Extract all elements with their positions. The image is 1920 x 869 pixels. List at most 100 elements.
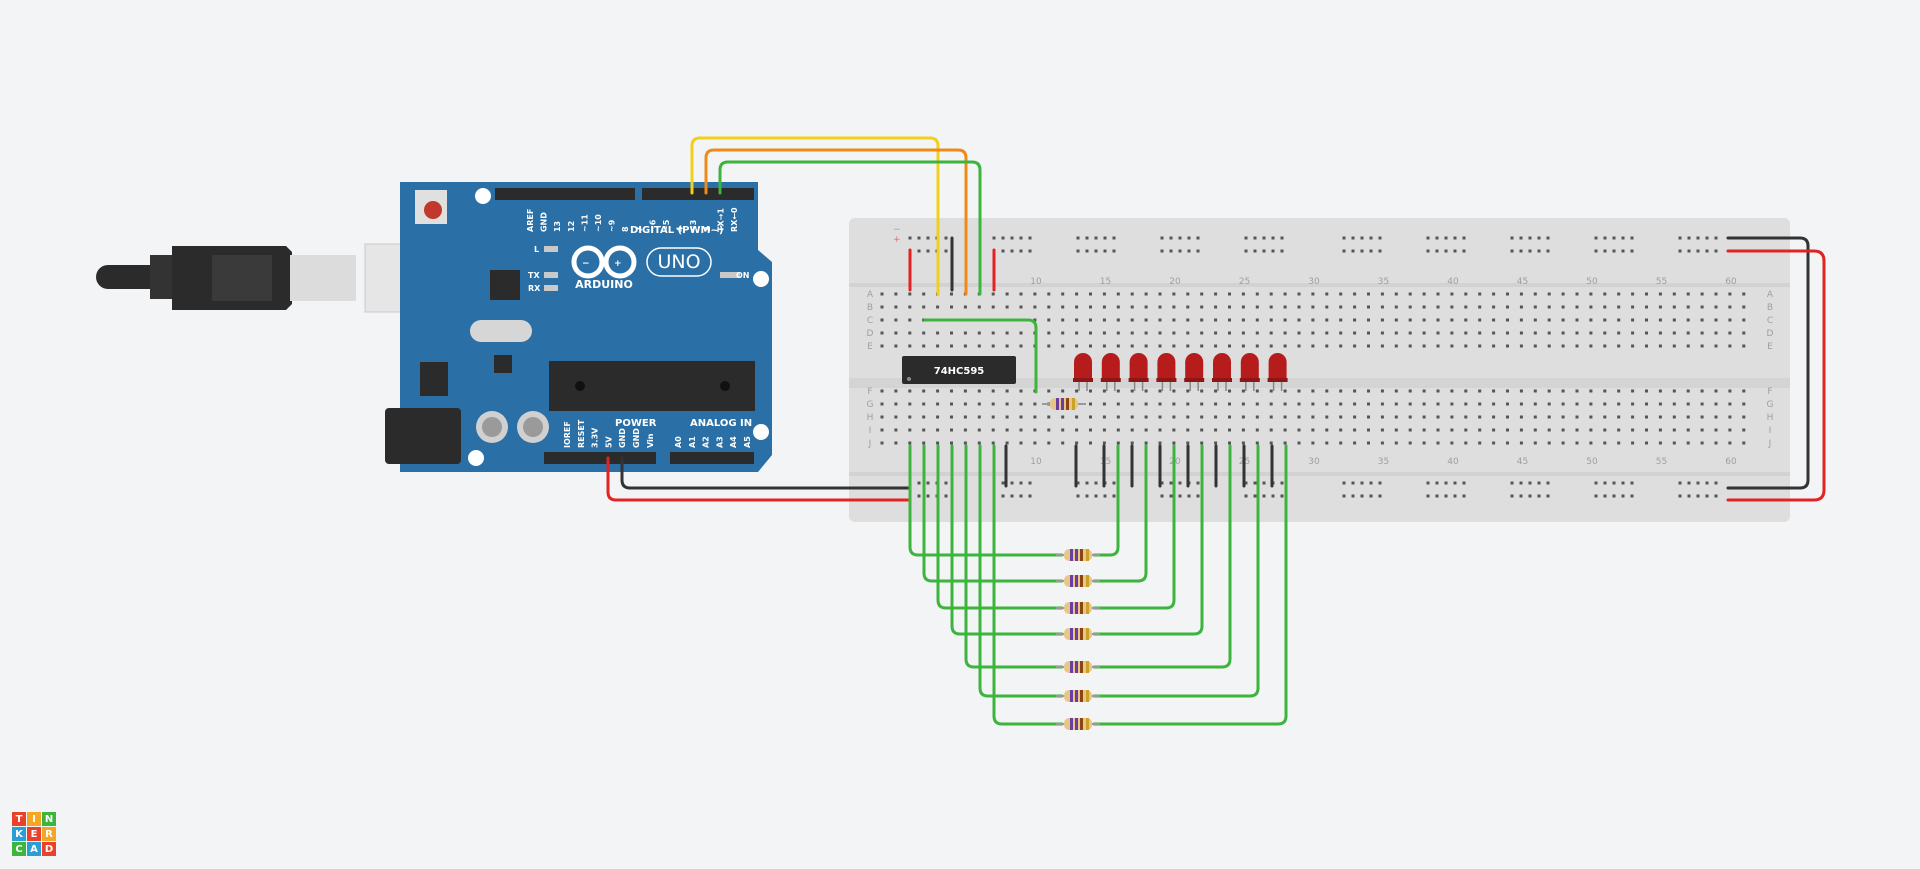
rail-hole[interactable]	[1160, 249, 1164, 253]
breadboard-hole[interactable]	[1492, 389, 1496, 393]
rail-hole[interactable]	[1351, 481, 1355, 485]
breadboard-hole[interactable]	[1394, 318, 1398, 322]
breadboard-hole[interactable]	[1214, 305, 1218, 309]
breadboard-hole[interactable]	[1645, 415, 1648, 419]
breadboard-hole[interactable]	[936, 305, 940, 309]
breadboard-hole[interactable]	[1144, 318, 1148, 322]
breadboard-hole[interactable]	[1380, 318, 1384, 322]
breadboard-hole[interactable]	[1172, 318, 1176, 322]
breadboard-hole[interactable]	[1672, 331, 1676, 335]
rail-hole[interactable]	[1160, 236, 1164, 240]
led[interactable]	[1073, 353, 1093, 391]
rail-hole[interactable]	[1546, 249, 1550, 253]
breadboard-hole[interactable]	[1186, 318, 1190, 322]
rail-hole[interactable]	[1687, 481, 1691, 485]
red-wire[interactable]	[606, 456, 910, 502]
rail-hole[interactable]	[926, 494, 930, 498]
rail-hole[interactable]	[1253, 236, 1257, 240]
breadboard-hole[interactable]	[1186, 305, 1190, 309]
resistor[interactable]	[1056, 549, 1100, 561]
rail-hole[interactable]	[1010, 236, 1014, 240]
green-wire[interactable]	[992, 444, 1064, 726]
shift-register-74hc595[interactable]: 74HC595	[902, 356, 1016, 384]
breadboard-hole[interactable]	[1617, 331, 1621, 335]
breadboard-hole[interactable]	[1686, 331, 1690, 335]
breadboard-hole[interactable]	[1228, 331, 1231, 335]
breadboard-hole[interactable]	[936, 441, 940, 445]
breadboard-hole[interactable]	[1102, 305, 1106, 309]
breadboard-hole[interactable]	[1325, 441, 1329, 445]
green-wire[interactable]	[1092, 444, 1148, 583]
breadboard-hole[interactable]	[908, 402, 912, 406]
breadboard-hole[interactable]	[1742, 318, 1746, 322]
breadboard-hole[interactable]	[908, 441, 912, 445]
green-wire[interactable]	[964, 444, 1064, 669]
breadboard-hole[interactable]	[1255, 344, 1259, 348]
breadboard-hole[interactable]	[1631, 415, 1635, 419]
breadboard-hole[interactable]	[1047, 415, 1051, 419]
breadboard-hole[interactable]	[1367, 344, 1370, 348]
breadboard-hole[interactable]	[1214, 318, 1218, 322]
rail-hole[interactable]	[1360, 236, 1364, 240]
breadboard-hole[interactable]	[1047, 428, 1051, 432]
breadboard-hole[interactable]	[1575, 331, 1579, 335]
breadboard-hole[interactable]	[1297, 344, 1301, 348]
rail-hole[interactable]	[1594, 481, 1598, 485]
breadboard-hole[interactable]	[1561, 428, 1565, 432]
rail-hole[interactable]	[1594, 236, 1598, 240]
breadboard-hole[interactable]	[1561, 331, 1565, 335]
rail-hole[interactable]	[1537, 481, 1541, 485]
breadboard-hole[interactable]	[1339, 344, 1343, 348]
breadboard-hole[interactable]	[1297, 305, 1301, 309]
rail-hole[interactable]	[1462, 494, 1466, 498]
breadboard-hole[interactable]	[1645, 305, 1648, 309]
rail-hole[interactable]	[1519, 494, 1523, 498]
breadboard-hole[interactable]	[1672, 441, 1676, 445]
breadboard-hole[interactable]	[1158, 331, 1162, 335]
breadboard-hole[interactable]	[1116, 389, 1120, 393]
breadboard-hole[interactable]	[1311, 344, 1315, 348]
breadboard-hole[interactable]	[1478, 292, 1482, 296]
breadboard-hole[interactable]	[1116, 402, 1120, 406]
rail-hole[interactable]	[1378, 249, 1382, 253]
reset-button[interactable]	[424, 201, 442, 219]
arduino-uno-board[interactable]: − + UNO ARDUINO DIGITAL (PWM~) POWER ANA…	[385, 182, 772, 472]
breadboard-hole[interactable]	[1200, 292, 1204, 296]
breadboard-hole[interactable]	[1742, 415, 1746, 419]
breadboard-hole[interactable]	[1325, 331, 1329, 335]
rail-hole[interactable]	[1169, 249, 1173, 253]
breadboard-hole[interactable]	[1519, 415, 1523, 419]
rail-hole[interactable]	[1603, 481, 1607, 485]
breadboard-hole[interactable]	[1603, 389, 1607, 393]
rail-hole[interactable]	[917, 236, 921, 240]
breadboard-hole[interactable]	[1075, 441, 1079, 445]
breadboard-hole[interactable]	[1742, 344, 1746, 348]
rail-hole[interactable]	[1028, 249, 1032, 253]
breadboard-hole[interactable]	[1353, 331, 1357, 335]
breadboard-hole[interactable]	[1214, 428, 1218, 432]
rail-hole[interactable]	[1001, 236, 1005, 240]
breadboard-hole[interactable]	[1422, 428, 1426, 432]
rail-hole[interactable]	[1510, 494, 1514, 498]
breadboard-hole[interactable]	[1728, 292, 1732, 296]
breadboard-hole[interactable]	[1172, 415, 1176, 419]
breadboard-hole[interactable]	[1241, 402, 1245, 406]
breadboard-hole[interactable]	[1019, 402, 1023, 406]
rail-hole[interactable]	[1696, 249, 1700, 253]
rail-hole[interactable]	[1369, 249, 1373, 253]
breadboard-hole[interactable]	[1603, 318, 1607, 322]
breadboard-hole[interactable]	[1589, 389, 1593, 393]
breadboard-hole[interactable]	[1061, 415, 1065, 419]
rail-hole[interactable]	[1705, 236, 1709, 240]
breadboard-hole[interactable]	[1408, 428, 1412, 432]
resistor[interactable]	[1056, 661, 1100, 673]
breadboard-hole[interactable]	[1283, 305, 1287, 309]
breadboard-hole[interactable]	[1617, 389, 1621, 393]
breadboard-hole[interactable]	[1422, 331, 1426, 335]
resistor-array[interactable]	[1042, 398, 1100, 730]
breadboard-hole[interactable]	[1075, 292, 1079, 296]
breadboard-hole[interactable]	[1464, 331, 1468, 335]
breadboard-hole[interactable]	[1700, 415, 1704, 419]
breadboard-hole[interactable]	[1200, 428, 1204, 432]
rail-hole[interactable]	[1546, 236, 1550, 240]
